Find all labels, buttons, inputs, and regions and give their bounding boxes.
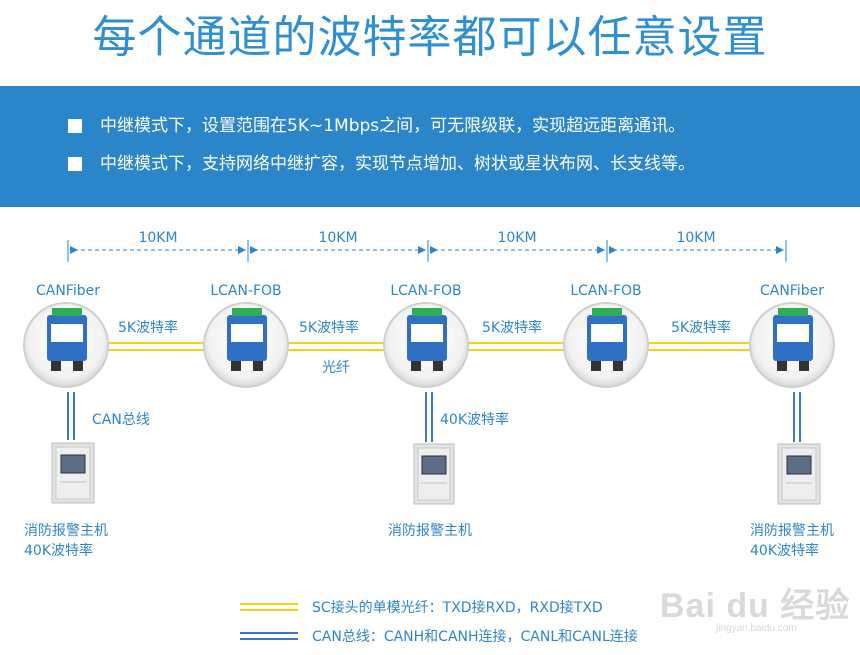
device-node-3	[383, 302, 469, 388]
fiber-rate-label: 5K波特率	[671, 319, 731, 336]
device-label: CANFiber	[36, 283, 100, 299]
device-label: LCAN-FOB	[210, 283, 281, 299]
fiber-rate-label: 5K波特率	[482, 319, 542, 336]
can-bus-label: CAN总线	[92, 412, 150, 428]
device-node-2	[203, 302, 289, 388]
bullet-square-icon	[68, 119, 82, 133]
panel-name-label: 消防报警主机	[750, 523, 834, 539]
fiber-rate-label: 5K波特率	[299, 319, 359, 336]
can-rate-label: 40K波特率	[440, 411, 509, 428]
distance-label: 10KM	[138, 230, 177, 246]
device-label: CANFiber	[760, 283, 824, 299]
legend: SC接头的单模光纤：TXD接RXD，RXD接TXD CAN总线：CANH和CAN…	[240, 599, 638, 645]
page-title: 每个通道的波特率都可以任意设置	[92, 12, 768, 63]
info-banner	[0, 86, 860, 207]
legend-fiber-text: SC接头的单模光纤：TXD接RXD，RXD接TXD	[312, 599, 603, 616]
bullet-text: 中继模式下，设置范围在5K~1Mbps之间，可无限级联，实现超远距离通讯。	[100, 116, 686, 136]
panel-rate-label: 40K波特率	[750, 542, 819, 559]
panel-rate-label: 40K波特率	[24, 542, 93, 559]
device-node-5	[749, 302, 835, 388]
device-label: LCAN-FOB	[570, 283, 641, 299]
legend-can-text: CAN总线：CANH和CANH连接，CANL和CANL连接	[312, 628, 638, 645]
distance-label: 10KM	[676, 230, 715, 246]
distance-label: 10KM	[497, 230, 536, 246]
distance-markers: 10KM 10KM 10KM 10KM	[67, 230, 787, 262]
panel-name-label: 消防报警主机	[24, 523, 108, 539]
fiber-rate-label: 5K波特率	[118, 319, 178, 336]
bullet-item: 中继模式下，支持网络中继扩容，实现节点增加、树状或星状布网、长支线等。	[68, 153, 695, 175]
baidu-watermark: Bai du 经验 jingyan.baidu.com	[660, 578, 850, 634]
alarm-panel-middle	[413, 443, 455, 505]
alarm-panel-right	[777, 443, 821, 505]
device-node-4	[563, 302, 649, 388]
distance-label: 10KM	[318, 230, 357, 246]
watermark-text: Bai du 经验	[660, 587, 851, 625]
panel-name-label: 消防报警主机	[388, 523, 472, 539]
alarm-panel-left	[51, 442, 95, 504]
device-label: LCAN-FOB	[390, 283, 461, 299]
bullet-square-icon	[68, 157, 82, 171]
device-node-1	[23, 302, 109, 388]
bullet-item: 中继模式下，设置范围在5K~1Mbps之间，可无限级联，实现超远距离通讯。	[68, 115, 685, 137]
fiber-links	[106, 342, 752, 351]
fiber-label: 光纤	[322, 360, 350, 376]
can-bus-links	[67, 392, 801, 442]
watermark-url: jingyan.baidu.com	[716, 623, 797, 634]
bullet-text: 中继模式下，支持网络中继扩容，实现节点增加、树状或星状布网、长支线等。	[100, 154, 695, 174]
